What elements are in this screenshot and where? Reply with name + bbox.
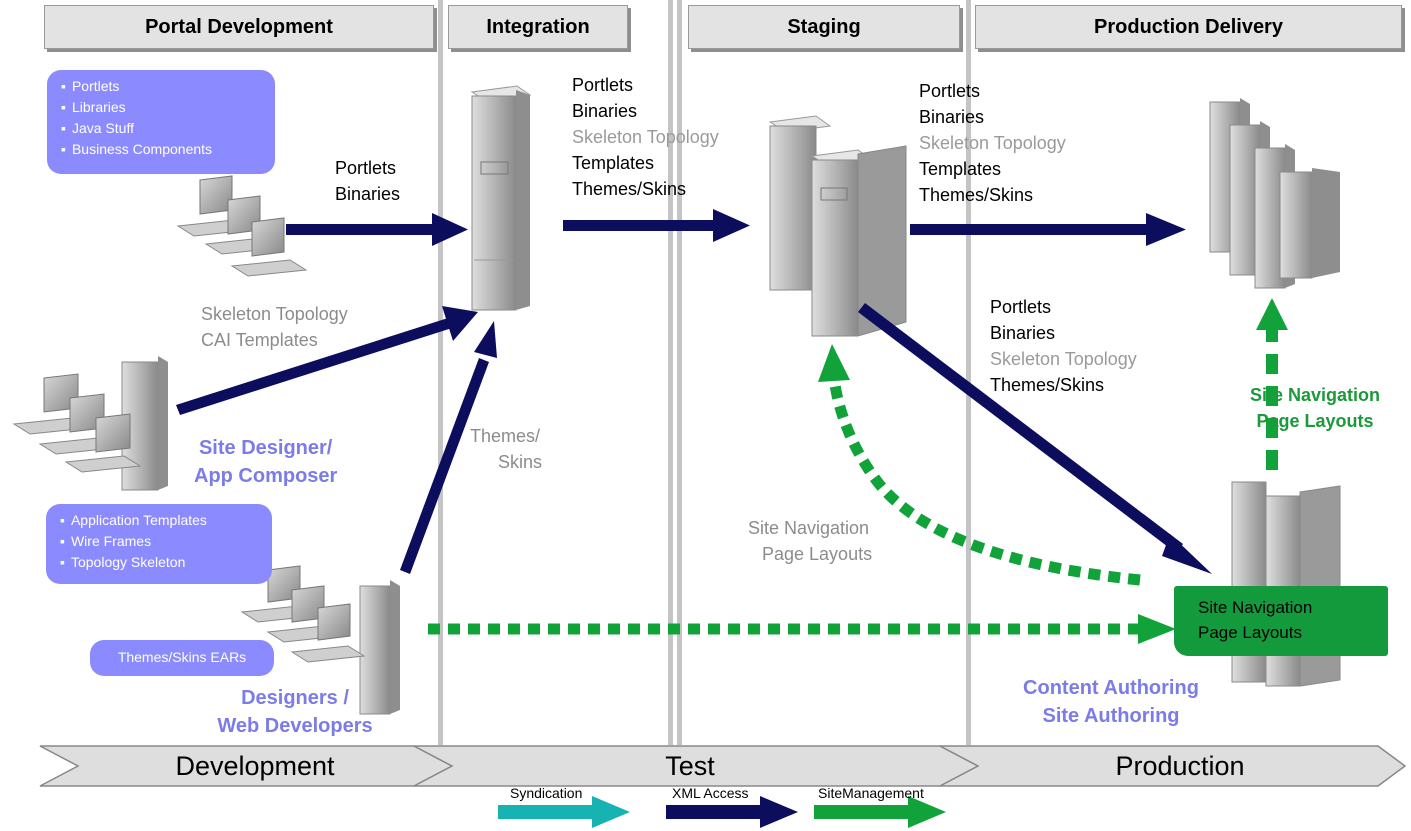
- arrow-staging-to-production: [910, 213, 1186, 246]
- bubble-item-wire-frames: Wire Frames: [60, 531, 262, 552]
- green-dotted-arrow-authoring-to-staging: [828, 377, 1141, 586]
- phase-development: Development: [175, 750, 335, 781]
- header-portal-development: Portal Development: [44, 5, 434, 49]
- arrow-integration-to-staging: [563, 209, 750, 242]
- label-integration-to-staging: Portlets Binaries Skeleton Topology Temp…: [572, 75, 719, 199]
- bubble-item-topology-skeleton: Topology Skeleton: [60, 552, 262, 573]
- phase-chevron-production: [939, 745, 1407, 787]
- header-integration: Integration: [448, 5, 628, 49]
- bubble-item-business-components: Business Components: [61, 139, 265, 160]
- label-site-navigation-grey: Site Navigation: [748, 518, 870, 538]
- label-themes: Themes/: [470, 426, 541, 446]
- designers-workstation-icon: [240, 565, 400, 715]
- green-arrows: [428, 298, 1288, 644]
- bubble-item-libraries: Libraries: [61, 97, 265, 118]
- role-designers: Designers / Web Developers: [217, 687, 373, 737]
- green-arrowhead-designers: [1138, 614, 1176, 644]
- green-arrowhead-staging: [818, 344, 850, 382]
- arrow-staging-to-authoring: [858, 303, 1212, 574]
- arrow-designers-to-integration: [400, 321, 497, 574]
- legend-xml-access: XML Access: [672, 785, 749, 801]
- header-staging: Staging: [688, 5, 960, 49]
- label-skeleton-topology: Skeleton Topology: [201, 304, 348, 324]
- separator-dev-integration: [438, 0, 443, 745]
- label-staging-to-production: Portlets Binaries Skeleton Topology Temp…: [919, 81, 1066, 205]
- label-page-layouts-grey: Page Layouts: [762, 544, 873, 564]
- label-skins: Skins: [498, 452, 543, 472]
- legend-arrow-site-management: [814, 796, 946, 828]
- arrow-dev-to-integration: [286, 213, 468, 246]
- legend-arrow-syndication: [498, 796, 630, 828]
- themes-ears-label: Themes/Skins EARs: [117, 649, 247, 665]
- label-cai-templates: CAI Templates: [201, 330, 318, 350]
- label-dev-to-integration: Portlets Binaries: [335, 158, 401, 204]
- themes-ears-bubble: Themes/Skins EARs: [90, 640, 274, 676]
- phase-test: Test: [665, 750, 715, 781]
- designer-artifacts-bubble: Application Templates Wire Frames Topolo…: [46, 504, 272, 584]
- bubble-item-portlets: Portlets: [61, 76, 265, 97]
- production-servers-icon: [1209, 98, 1340, 289]
- developer-workstation-icon: [176, 175, 308, 277]
- legend-site-management: SiteManagement: [818, 785, 924, 801]
- staging-server-icon: [768, 115, 907, 337]
- bubble-item-java-stuff: Java Stuff: [61, 118, 265, 139]
- integration-server-icon: [470, 85, 532, 311]
- separator-integration-staging-left: [668, 0, 673, 745]
- legend-syndication: Syndication: [510, 785, 583, 801]
- legend-arrow-xml-access: [666, 796, 798, 828]
- green-arrowhead-production: [1256, 298, 1288, 330]
- role-site-designer: Site Designer/ App Composer: [194, 437, 338, 487]
- header-production-delivery: Production Delivery: [975, 5, 1402, 49]
- dev-artifacts-bubble: Portlets Libraries Java Stuff Business C…: [47, 70, 275, 174]
- label-staging-to-authoring: Portlets Binaries Skeleton Topology Them…: [990, 297, 1137, 395]
- site-navigation-box: Site Navigation Page Layouts: [1174, 586, 1388, 656]
- separator-staging-production: [966, 0, 971, 745]
- legend-arrows: [498, 796, 946, 828]
- site-designer-workstation-icon: [12, 356, 168, 491]
- navy-arrows: [176, 209, 1212, 574]
- arrow-designer-to-integration: [176, 306, 478, 415]
- phase-production: Production: [1115, 750, 1245, 781]
- separator-integration-staging-right: [677, 0, 682, 745]
- role-content-authoring: Content Authoring Site Authoring: [1023, 677, 1199, 727]
- label-site-navigation-green: Site Navigation Page Layouts: [1249, 385, 1381, 431]
- phase-chevron-bar: [39, 745, 1407, 787]
- bubble-item-application-templates: Application Templates: [60, 510, 262, 531]
